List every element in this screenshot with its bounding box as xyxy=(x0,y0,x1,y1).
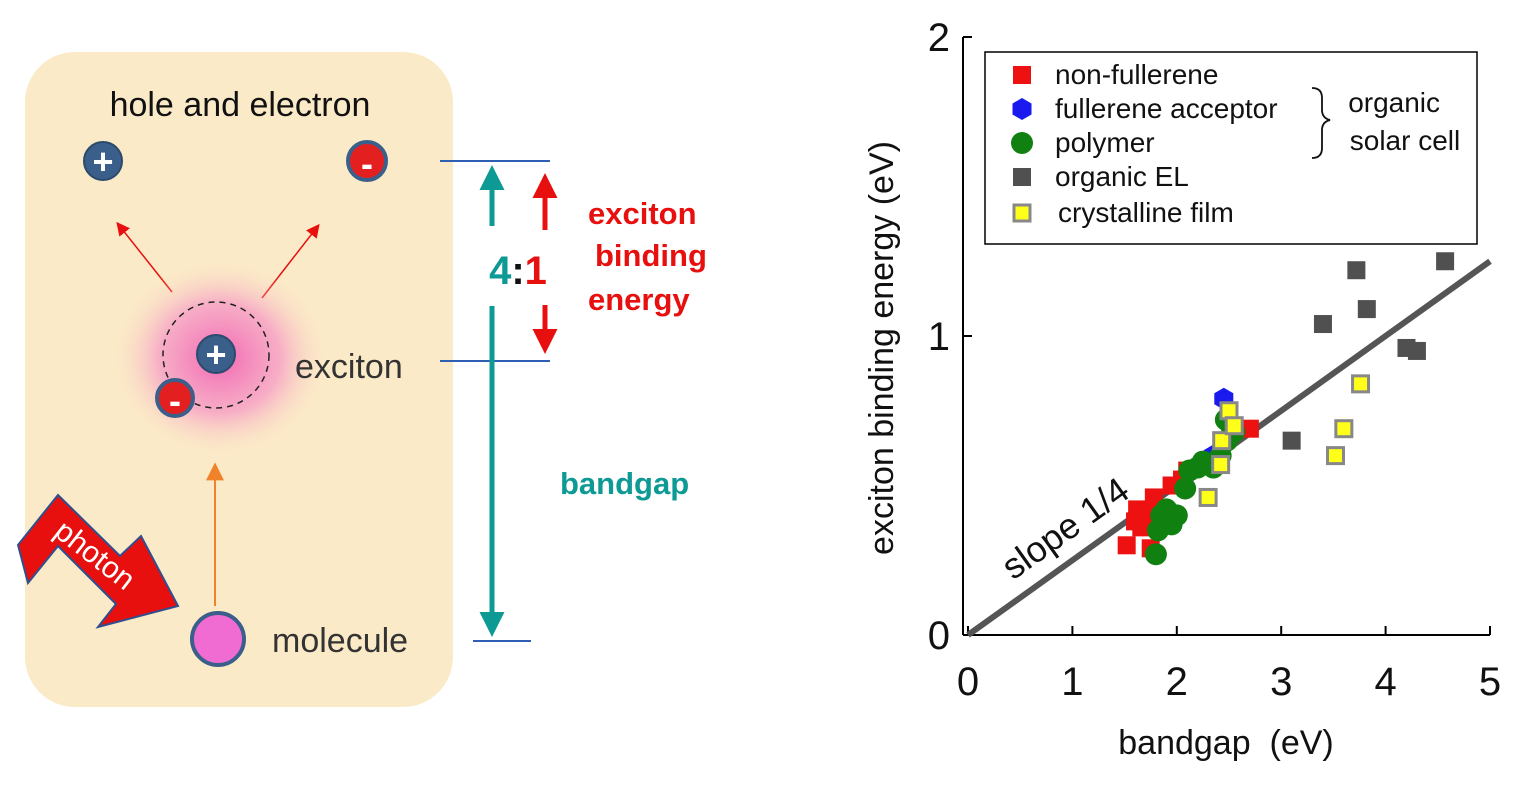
legend-group-line-2: solar cell xyxy=(1350,125,1460,156)
free-electron-icon: - xyxy=(346,140,388,184)
exciton-hole-sign: + xyxy=(205,334,226,375)
data-point xyxy=(1325,446,1345,466)
binding-energy-line-3: energy xyxy=(588,282,690,317)
series-crystalline-film xyxy=(1198,374,1371,507)
legend-group-brace xyxy=(1311,87,1331,159)
data-point xyxy=(1198,487,1218,507)
series-organic-EL xyxy=(1282,252,1455,450)
bandgap-label: bandgap xyxy=(560,466,689,501)
data-point xyxy=(1334,419,1354,439)
exciton-orbit xyxy=(162,301,270,409)
data-point xyxy=(1174,477,1197,500)
free-hole-icon: + xyxy=(83,141,123,182)
data-point xyxy=(1211,455,1231,475)
data-point xyxy=(1144,543,1167,566)
legend-marker xyxy=(1012,203,1032,223)
legend-label: non-fullerene xyxy=(1055,59,1218,90)
data-point xyxy=(1313,315,1332,334)
x-axis-label: bandgap (eV) xyxy=(1118,724,1334,762)
x-tick-label: 3 xyxy=(1270,660,1292,704)
exciton-electron-icon: - xyxy=(155,378,195,421)
legend-label: fullerene acceptor xyxy=(1055,93,1278,124)
ratio-left: 4 xyxy=(489,249,512,293)
data-point xyxy=(1212,431,1232,451)
y-tick-label: 0 xyxy=(928,614,950,658)
legend-label: polymer xyxy=(1055,127,1155,158)
x-ticks: 0 1 2 3 4 5 xyxy=(957,626,1501,704)
data-point xyxy=(1347,261,1366,280)
legend-label: organic EL xyxy=(1055,161,1189,192)
binding-energy-line-2: binding xyxy=(595,238,707,273)
data-point xyxy=(1224,416,1244,436)
legend-group-line-1: organic xyxy=(1348,87,1440,118)
hole-and-electron-label: hole and electron xyxy=(110,86,371,124)
free-electron-sign: - xyxy=(361,143,373,184)
x-tick-label: 5 xyxy=(1479,660,1501,704)
exciton-electron-sign: - xyxy=(169,380,181,421)
legend-marker xyxy=(1012,98,1032,120)
x-tick-label: 4 xyxy=(1374,660,1396,704)
data-point xyxy=(1436,252,1455,271)
data-point xyxy=(1282,431,1301,450)
data-point xyxy=(1117,536,1136,555)
data-point xyxy=(1351,374,1371,394)
legend-group-label: organic solar cell xyxy=(1348,87,1460,156)
legend-marker xyxy=(1013,66,1031,84)
binding-energy-label: exciton binding energy xyxy=(588,196,716,317)
legend-marker xyxy=(1013,168,1031,186)
ratio-right: 1 xyxy=(525,249,547,293)
x-tick-label: 1 xyxy=(1061,660,1083,704)
x-tick-label: 0 xyxy=(957,660,979,704)
data-point xyxy=(1165,504,1188,527)
ratio-label: 4:1 xyxy=(489,249,547,293)
ratio-sep: : xyxy=(511,249,524,293)
x-tick-label: 2 xyxy=(1166,660,1188,704)
data-point xyxy=(1240,419,1259,438)
data-points xyxy=(1117,252,1455,566)
binding-energy-line-1: exciton xyxy=(588,196,697,231)
y-axis-label: exciton binding energy (eV) xyxy=(863,141,901,555)
y-ticks: 0 1 2 xyxy=(928,16,972,658)
data-point xyxy=(1357,300,1376,319)
exciton-hole-icon: + xyxy=(196,334,236,375)
legend-marker xyxy=(1011,132,1033,154)
data-point xyxy=(1407,341,1426,360)
y-tick-label: 1 xyxy=(928,315,950,359)
free-hole-sign: + xyxy=(92,141,113,182)
exciton-label: exciton xyxy=(295,348,403,386)
molecule-label: molecule xyxy=(272,622,408,660)
legend-box xyxy=(984,51,1478,245)
legend-label: crystalline film xyxy=(1058,197,1234,228)
y-tick-label: 2 xyxy=(928,16,950,60)
exciton-diagram: hole and electron + - + - exciton xyxy=(16,52,716,707)
molecule-icon xyxy=(190,611,246,667)
